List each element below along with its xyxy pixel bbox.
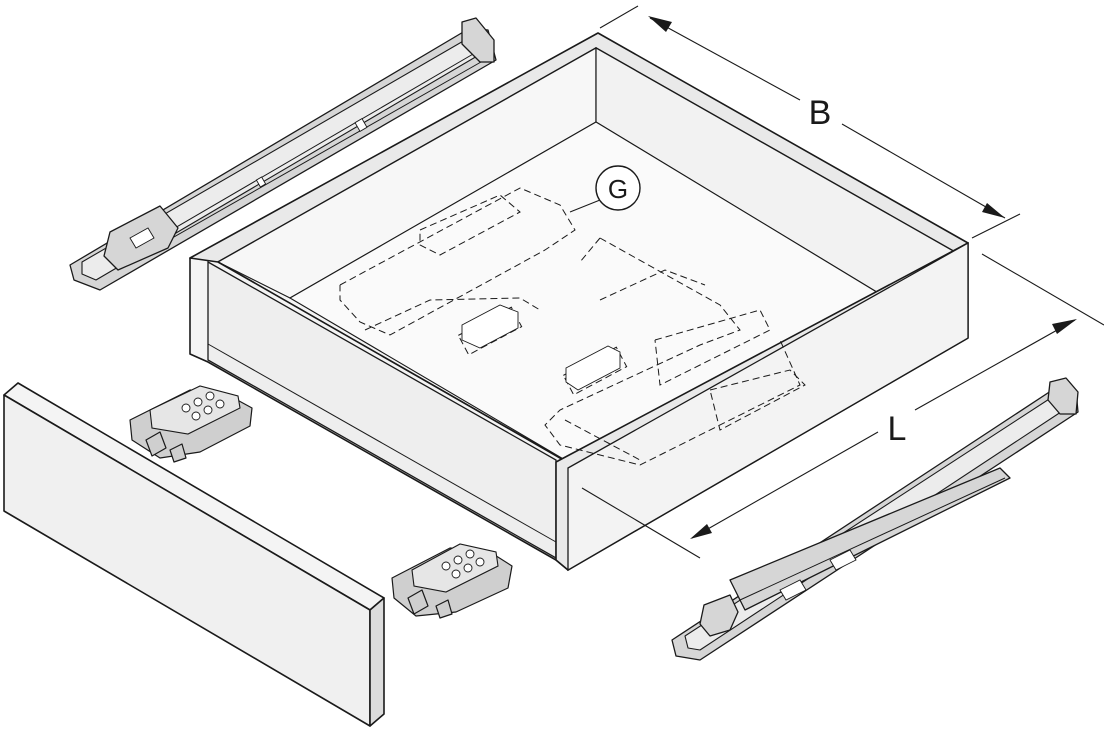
drawer-front-panel — [3, 382, 385, 727]
dimension-b: B — [599, 5, 1021, 239]
dimension-b-label: B — [809, 94, 832, 132]
inner-clips — [461, 304, 621, 391]
runner-rail-right — [671, 377, 1079, 661]
dimension-l: L — [581, 253, 1104, 559]
drawer-box — [189, 32, 969, 572]
hidden-runner-components — [339, 187, 806, 466]
dimension-l-label: L — [888, 410, 907, 448]
callout-g: G — [569, 165, 641, 213]
runner-rail-left — [69, 17, 497, 291]
front-fixing-clip-lower — [391, 543, 513, 619]
drawer-right-side-face — [567, 241, 969, 572]
front-fixing-clip-upper — [129, 385, 253, 463]
callout-g-label: G — [608, 174, 628, 204]
